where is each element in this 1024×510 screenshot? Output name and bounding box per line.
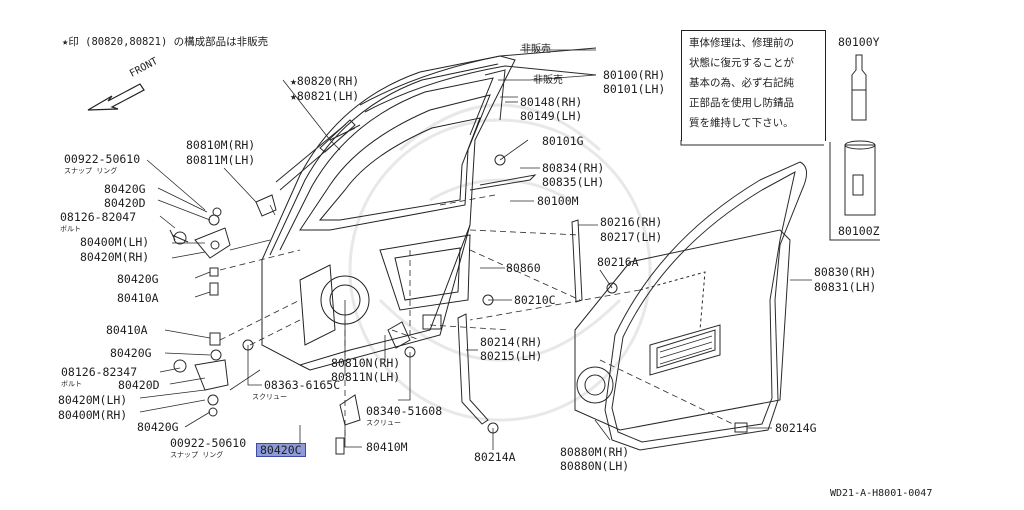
note-line-1: 車体修理は、修理前の [689,37,794,49]
part-label[interactable]: 80100(RH) [603,68,666,82]
note-line-4: 正部品を使用し防錆品 [689,97,794,109]
part-label[interactable]: 80420M(RH) [80,250,150,264]
front-arrow-icon [87,83,145,111]
part-label[interactable]: 08363-6165C [264,378,341,392]
part-label[interactable]: 80214A [474,450,516,464]
part-label[interactable]: 80811N(LH) [331,370,401,384]
not-for-sale-label: 非販売 [521,44,551,55]
glass-run-strips [275,47,597,191]
part-label[interactable]: 80101G [542,134,584,148]
part-label[interactable]: 80830(RH) [814,265,877,279]
part-label[interactable]: 80420D [118,378,160,392]
part-label[interactable]: 80880N(LH) [560,459,630,473]
door-trim-panel [574,229,791,431]
part-label[interactable]: 80420G [117,272,159,286]
part-label[interactable]: 00922-50610 [170,436,247,450]
part-label[interactable]: 80216(RH) [600,215,663,229]
part-label[interactable]: 80101(LH) [603,82,666,96]
dashed-projections [219,194,736,440]
part-label[interactable]: ★80821(LH) [290,89,360,103]
part-label[interactable]: ★80820(RH) [290,74,360,88]
bolt-label: ボルト [61,380,82,388]
sash-strip [457,313,489,425]
part-label[interactable]: 80410A [106,323,148,337]
touchup-bottle-icon [851,54,867,121]
part-label[interactable]: 80810N(RH) [331,356,401,370]
part-label[interactable]: 80835(LH) [542,175,605,189]
note-box: 車体修理は、修理前の 状態に復元することが 基本の為、必ず右記純 正部品を使用し… [681,30,826,141]
part-label[interactable]: 00922-50610 [64,152,141,166]
note-line-5: 質を維持して下さい。 [689,117,794,129]
part-label[interactable]: 80880M(RH) [560,445,630,459]
part-label-highlighted[interactable]: 80420C [256,443,306,457]
screw-label: スクリュー [366,419,401,427]
not-for-sale-label: 非販売 [533,75,563,86]
part-label[interactable]: 80217(LH) [600,230,663,244]
part-label[interactable]: 80215(LH) [480,349,543,363]
part-label[interactable]: 80420G [110,346,152,360]
part-label[interactable]: 80149(LH) [520,109,583,123]
leader-lines [139,49,812,450]
part-label[interactable]: 80420G [104,182,146,196]
part-label[interactable]: 80148(RH) [520,95,583,109]
part-label[interactable]: 80420D [104,196,146,210]
screw-label: スクリュー [252,393,287,401]
part-label[interactable]: 80834(RH) [542,161,605,175]
door-shell [261,55,516,371]
diagram-code: WD21-A-H8001-0047 [830,488,933,499]
part-label[interactable]: 08126-82047 [60,210,137,224]
part-label[interactable]: 80100Y [838,35,880,49]
bolt-label: ボルト [60,225,81,233]
mirror-base [255,194,277,217]
note-line-2: 状態に復元することが [689,57,794,69]
snap-ring-label: スナップ リング [170,451,224,459]
part-label[interactable]: 80860 [506,261,541,275]
header-note: ★印 (80820,80821) の構成部品は非販売 [62,36,269,48]
part-label[interactable]: 80410M [366,440,408,454]
weatherstrip [604,161,807,451]
part-label[interactable]: 80214G [775,421,817,435]
part-label[interactable]: 80216A [597,255,639,269]
note-line-3: 基本の為、必ず右記純 [689,77,794,89]
division-bar [571,219,583,303]
part-label[interactable]: 80420M(LH) [58,393,128,407]
part-label[interactable]: 80210C [514,293,556,307]
spray-can-icon [844,140,876,216]
bracket [829,142,880,241]
part-label[interactable]: 80400M(LH) [80,235,150,249]
part-label[interactable]: 80420G [137,420,179,434]
belt-molding [319,119,356,153]
part-label[interactable]: 80100M [537,194,579,208]
part-label[interactable]: 80400M(RH) [58,408,128,422]
part-label[interactable]: 08126-82347 [61,365,138,379]
part-label[interactable]: 80214(RH) [480,335,543,349]
part-label[interactable]: 80100Z [838,224,880,238]
part-label[interactable]: 80410A [117,291,159,305]
part-label[interactable]: 08340-51608 [366,404,443,418]
part-label[interactable]: 80811M(LH) [186,153,256,167]
part-label[interactable]: 80831(LH) [814,280,877,294]
part-label[interactable]: 80810M(RH) [186,138,256,152]
snap-ring-label: スナップ リング [64,167,118,175]
